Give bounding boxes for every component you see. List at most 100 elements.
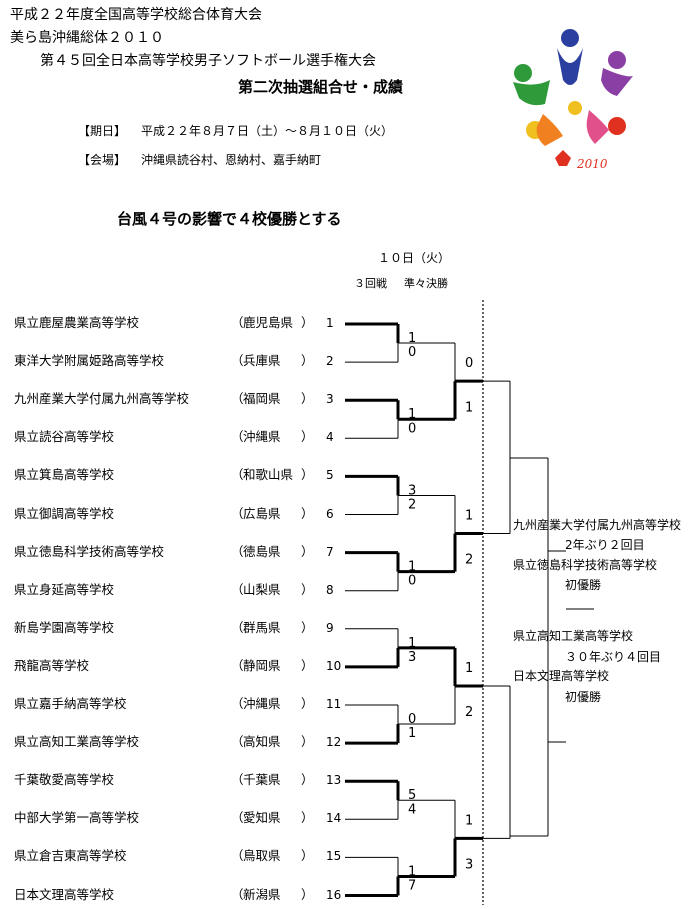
day-label: １０日（火） xyxy=(378,251,451,265)
event-logo: 2010 xyxy=(513,29,633,171)
paren-open: （ xyxy=(231,734,244,749)
quarterfinal-label: 準々決勝 xyxy=(404,277,448,290)
venue-value: 沖縄県読谷村、恩納村、嘉手納町 xyxy=(141,153,322,167)
paren-open: （ xyxy=(231,582,244,597)
team-seed-number: 6 xyxy=(326,507,334,521)
notice: 台風４号の影響で４校優勝とする xyxy=(117,210,342,228)
paren-open: （ xyxy=(231,429,244,444)
team-prefecture: 群馬県 xyxy=(243,620,281,635)
event-line-1: 平成２２年度全国高等学校総合体育大会 xyxy=(10,7,262,23)
logo-year: 2010 xyxy=(576,157,608,171)
paren-open: （ xyxy=(231,696,244,711)
team-seed-number: 4 xyxy=(326,430,334,444)
paren-open: （ xyxy=(231,506,244,521)
winner-3-note: ３０年ぶり４回目 xyxy=(565,650,662,664)
round3-score: 0 xyxy=(408,345,416,360)
team-prefecture: 新潟県 xyxy=(243,887,281,902)
team-prefecture: 静岡県 xyxy=(243,658,281,673)
paren-close: ） xyxy=(301,506,314,521)
winner-4-school: 日本文理高等学校 xyxy=(513,669,610,683)
paren-close: ） xyxy=(301,353,314,368)
round3-score: 1 xyxy=(408,331,416,346)
paren-open: （ xyxy=(231,620,244,635)
team-school: 新島学園高等学校 xyxy=(14,620,115,635)
round3-score: 0 xyxy=(408,712,416,727)
paren-open: （ xyxy=(231,391,244,406)
period-label: 【期日】 xyxy=(78,124,127,138)
paren-open: （ xyxy=(231,315,244,330)
team-school: 県立箕島高等学校 xyxy=(14,467,115,482)
paren-close: ） xyxy=(301,772,314,787)
team-seed-number: 1 xyxy=(326,316,334,330)
team-school: 飛龍高等学校 xyxy=(14,658,90,673)
team-prefecture: 高知県 xyxy=(243,734,281,749)
team-school: 日本文理高等学校 xyxy=(14,887,115,902)
team-school: 県立身延高等学校 xyxy=(14,582,115,597)
team-seed-number: 2 xyxy=(326,354,334,368)
team-seed-number: 16 xyxy=(326,888,342,902)
team-school: 県立御調高等学校 xyxy=(14,506,115,521)
team-seed-number: 12 xyxy=(326,735,342,749)
team-prefecture: 沖縄県 xyxy=(243,429,281,444)
paren-close: ） xyxy=(301,734,314,749)
winner-1-school: 九州産業大学付属九州高等学校 xyxy=(513,518,682,532)
team-prefecture: 徳島県 xyxy=(243,544,281,559)
team-school: 県立嘉手納高等学校 xyxy=(14,696,127,711)
paren-close: ） xyxy=(301,391,314,406)
winner-2-school: 県立徳島科学技術高等学校 xyxy=(513,558,658,572)
event-line-2: 美ら島沖縄総体２０１０ xyxy=(10,30,164,46)
team-school: 県立徳島科学技術高等学校 xyxy=(14,544,165,559)
team-seed-number: 10 xyxy=(326,659,342,673)
event-line-3: 第４５回全日本高等学校男子ソフトボール選手権大会 xyxy=(40,53,376,69)
round3-label: ３回戦 xyxy=(354,277,387,290)
round3-score: 0 xyxy=(408,421,416,436)
team-school: 県立読谷高等学校 xyxy=(14,429,115,444)
team-seed-number: 3 xyxy=(326,392,334,406)
team-prefecture: 山梨県 xyxy=(243,582,281,597)
team-school: 県立鹿屋農業高等学校 xyxy=(14,315,140,330)
paren-close: ） xyxy=(301,696,314,711)
quarterfinal-score: 3 xyxy=(465,857,473,872)
team-prefecture: 千葉県 xyxy=(243,772,281,787)
round3-score: 4 xyxy=(408,802,416,817)
page-title: 第二次抽選組合せ・成績 xyxy=(238,78,404,96)
paren-close: ） xyxy=(301,658,314,673)
paren-open: （ xyxy=(231,658,244,673)
team-school: 九州産業大学付属九州高等学校 xyxy=(14,391,190,406)
team-school: 県立高知工業高等学校 xyxy=(14,734,140,749)
logo-figure-top xyxy=(557,29,583,85)
round3-score: 0 xyxy=(408,574,416,589)
round3-score: 1 xyxy=(408,864,416,879)
team-seed-number: 9 xyxy=(326,621,334,635)
paren-close: ） xyxy=(301,544,314,559)
round3-score: 2 xyxy=(408,498,416,513)
paren-close: ） xyxy=(301,810,314,825)
team-seed-number: 15 xyxy=(326,849,342,863)
team-prefecture: 鹿児島県 xyxy=(243,315,294,330)
venue-label: 【会場】 xyxy=(78,153,127,167)
team-school: 千葉敬愛高等学校 xyxy=(14,772,115,787)
logo-figure-right xyxy=(601,51,633,96)
winner-1-note: 2年ぶり２回目 xyxy=(565,538,645,552)
paren-open: （ xyxy=(231,353,244,368)
period-value: 平成２２年８月７日（土）～８月１０日（火） xyxy=(141,124,394,138)
paren-close: ） xyxy=(301,620,314,635)
team-prefecture: 沖縄県 xyxy=(243,696,281,711)
team-prefecture: 広島県 xyxy=(243,506,281,521)
team-seed-number: 13 xyxy=(326,773,342,787)
winner-3-school: 県立高知工業高等学校 xyxy=(513,629,634,643)
round3-score: 7 xyxy=(408,879,416,894)
winner-4-note: 初優勝 xyxy=(565,690,602,704)
team-seed-number: 11 xyxy=(326,697,342,711)
team-prefecture: 鳥取県 xyxy=(243,848,281,863)
quarterfinal-score: 2 xyxy=(465,705,473,720)
logo-figure-left xyxy=(513,64,550,106)
team-school: 県立倉吉東高等学校 xyxy=(14,848,127,863)
round3-score: 3 xyxy=(408,483,416,498)
round3-score: 1 xyxy=(408,407,416,422)
team-prefecture: 愛知県 xyxy=(243,810,281,825)
round3-score: 1 xyxy=(408,560,416,575)
paren-close: ） xyxy=(301,429,314,444)
paren-open: （ xyxy=(231,772,244,787)
